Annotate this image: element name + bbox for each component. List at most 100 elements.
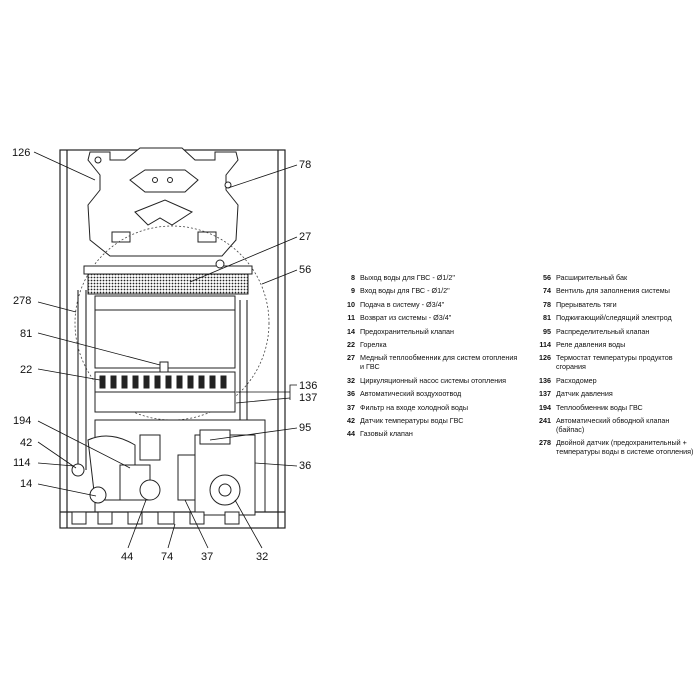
legend-item-number: 81 [543, 313, 551, 323]
legend-item-number: 136 [539, 375, 551, 385]
legend-item-number: 56 [543, 273, 551, 282]
callout-27: 27 [299, 231, 311, 243]
callout-95: 95 [299, 422, 311, 434]
heat-exchanger [83, 259, 253, 369]
callout-22: 22 [20, 364, 32, 376]
callout-126: 126 [12, 147, 30, 159]
legend-item-number: 95 [543, 326, 551, 336]
legend-item-text: Газовый клапан [360, 429, 413, 439]
legend-item-text: Циркуляционный насос системы отопления [360, 375, 507, 385]
legend-item-number: 137 [539, 389, 551, 399]
legend-item: 136 Расходомер [529, 376, 694, 385]
legend-item: 137 Датчик давления [529, 389, 694, 398]
legend-item: 42 Датчик температуры воды ГВС [333, 416, 523, 425]
legend-item-number: 37 [347, 402, 355, 412]
legend-item-text: Возврат из системы - Ø3/4" [360, 313, 452, 323]
legend-item: 78 Прерыватель тяги [529, 300, 694, 309]
callout-78: 78 [299, 159, 311, 171]
legend-item-number: 78 [543, 299, 551, 309]
legend-item-number: 194 [539, 402, 551, 412]
legend-item-text: Автоматический воздухоотвод [360, 389, 462, 399]
burner-jet [110, 375, 117, 389]
legend-item-text: Датчик давления [556, 389, 613, 399]
burner-jet [209, 375, 216, 389]
callout-194: 194 [13, 415, 31, 427]
legend-item-text: Реле давления воды [556, 339, 626, 349]
callout-37: 37 [201, 551, 213, 563]
legend-item-number: 241 [539, 415, 551, 425]
callout-81: 81 [20, 328, 32, 340]
legend-item-text: Расходомер [556, 375, 597, 385]
burner-jet [176, 375, 183, 389]
legend-item-number: 36 [347, 389, 355, 399]
legend-item: 11 Возврат из системы - Ø3/4" [333, 313, 523, 322]
draught-diverter [87, 147, 239, 257]
legend-item: 36 Автоматический воздухоотвод [333, 389, 523, 398]
burner-jet [220, 375, 227, 389]
legend-item: 278 Двойной датчик (предохранительный + т… [529, 438, 694, 456]
legend-item-text: Двойной датчик (предохранительный + темп… [556, 438, 694, 457]
callout-74: 74 [161, 551, 173, 563]
legend-item-text: Вентиль для заполнения системы [556, 286, 670, 296]
legend-item-text: Предохранительный клапан [360, 326, 455, 336]
callout-44: 44 [121, 551, 133, 563]
legend-item: 241 Автоматический обводной клапан (байпа… [529, 416, 694, 434]
burner-jet [132, 375, 139, 389]
legend-item-text: Подача в систему - Ø3/4" [360, 299, 445, 309]
callout-114: 114 [13, 457, 31, 469]
legend-item: 114 Реле давления воды [529, 340, 694, 349]
legend-item: 10 Подача в систему - Ø3/4" [333, 300, 523, 309]
legend-item-text: Расширительный бак [556, 273, 628, 282]
legend-item-text: Фильтр на входе холодной воды [360, 402, 469, 412]
callout-36: 36 [299, 460, 311, 472]
legend-item: 74 Вентиль для заполнения системы [529, 286, 694, 295]
legend-item-text: Теплообменник воды ГВС [556, 402, 643, 412]
hydraulic-group [71, 419, 266, 516]
callout-56: 56 [299, 264, 311, 276]
legend-item: 194 Теплообменник воды ГВС [529, 403, 694, 412]
callout-32: 32 [256, 551, 268, 563]
legend-item-number: 32 [347, 375, 355, 385]
legend-item-number: 10 [347, 299, 355, 309]
legend-item-number: 14 [347, 326, 355, 336]
legend-item-text: Выход воды для ГВС - Ø1/2" [360, 273, 455, 282]
legend-item: 37 Фильтр на входе холодной воды [333, 403, 523, 412]
burner-jet [154, 375, 161, 389]
legend-item: 14 Предохранительный клапан [333, 327, 523, 336]
leader-lines [33, 151, 298, 549]
callout-278: 278 [13, 295, 31, 307]
legend-item: 8 Выход воды для ГВС - Ø1/2" [333, 273, 523, 282]
legend-item: 32 Циркуляционный насос системы отопления [333, 376, 523, 385]
legend-item-number: 22 [347, 339, 355, 349]
burner-jet [143, 375, 150, 389]
burner-jet [121, 375, 128, 389]
burner-jet [187, 375, 194, 389]
legend-item-number: 74 [543, 286, 551, 296]
legend-item-number: 278 [539, 438, 551, 448]
legend-item-number: 11 [347, 313, 355, 323]
legend-item-text: Датчик температуры воды ГВС [360, 415, 464, 425]
legend-item-number: 27 [347, 353, 355, 363]
burner-jet [99, 375, 106, 389]
legend-item-number: 8 [351, 273, 355, 282]
callout-labels: 126 78 27 56 278 81 22 136 137 194 95 42… [12, 147, 317, 563]
legend-item-text: Автоматический обводной клапан (байпас) [556, 415, 670, 434]
callout-14: 14 [20, 478, 32, 490]
legend-item-number: 42 [347, 415, 355, 425]
legend-item-number: 44 [347, 429, 355, 439]
burner-jets [99, 375, 227, 389]
legend-item-number: 9 [351, 286, 355, 296]
callout-136: 136 [299, 380, 317, 392]
callout-137: 137 [299, 392, 317, 404]
burner-jet [165, 375, 172, 389]
legend-item-number: 114 [539, 339, 551, 349]
legend-item: 44 Газовый клапан [333, 429, 523, 438]
legend-item: 56 Расширительный бак [529, 273, 694, 282]
legend-item-text: Прерыватель тяги [556, 299, 617, 309]
